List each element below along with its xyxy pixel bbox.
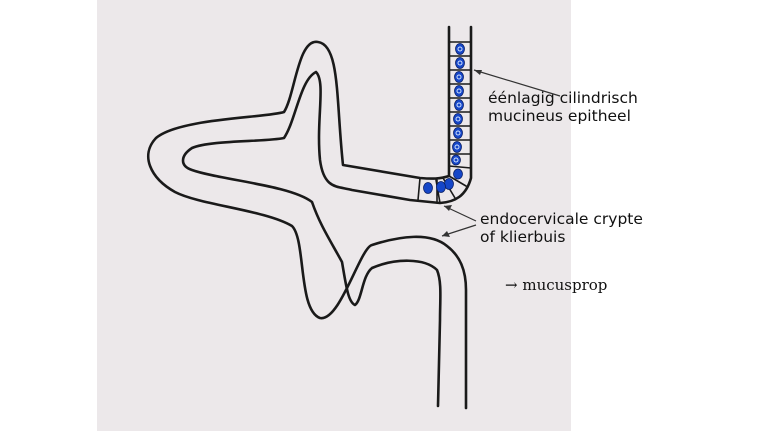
epithelium-label-line2: mucineus epitheel (488, 107, 631, 125)
cell-nucleus (453, 127, 463, 139)
epithelium-pointer-line (473, 69, 561, 97)
arrowhead (442, 231, 450, 237)
crypt-label-line1: endocervicale crypte (480, 210, 643, 228)
arrowhead (444, 205, 452, 211)
epithelium-label-line1: éénlagig cilindrisch (488, 89, 638, 107)
cell-nucleus (454, 71, 464, 83)
arrowhead (474, 70, 482, 75)
cell-nucleus (451, 154, 461, 166)
cell-nucleus (423, 182, 433, 194)
nuclei-group (423, 43, 465, 194)
right-arrow-icon: → (505, 276, 518, 294)
cell-nucleus (454, 85, 464, 97)
nucleus-highlights (453, 46, 463, 163)
pointer-arrowheads (442, 70, 482, 237)
cell-nucleus (453, 168, 463, 180)
crypt-inner-wall (181, 25, 473, 408)
cell-nucleus (454, 99, 464, 111)
cell-nucleus (455, 57, 465, 69)
cell-nucleus (452, 141, 462, 153)
cell-nucleus (453, 113, 463, 125)
crypt-outer-wall (146, 25, 468, 410)
crypt-label-line2: of klierbuis (480, 228, 566, 246)
mucus-plug-text: mucusprop (522, 276, 608, 294)
cell-nucleus (436, 181, 446, 193)
mucus-plug-note: → mucusprop (505, 276, 607, 294)
cell-nucleus (455, 43, 465, 55)
